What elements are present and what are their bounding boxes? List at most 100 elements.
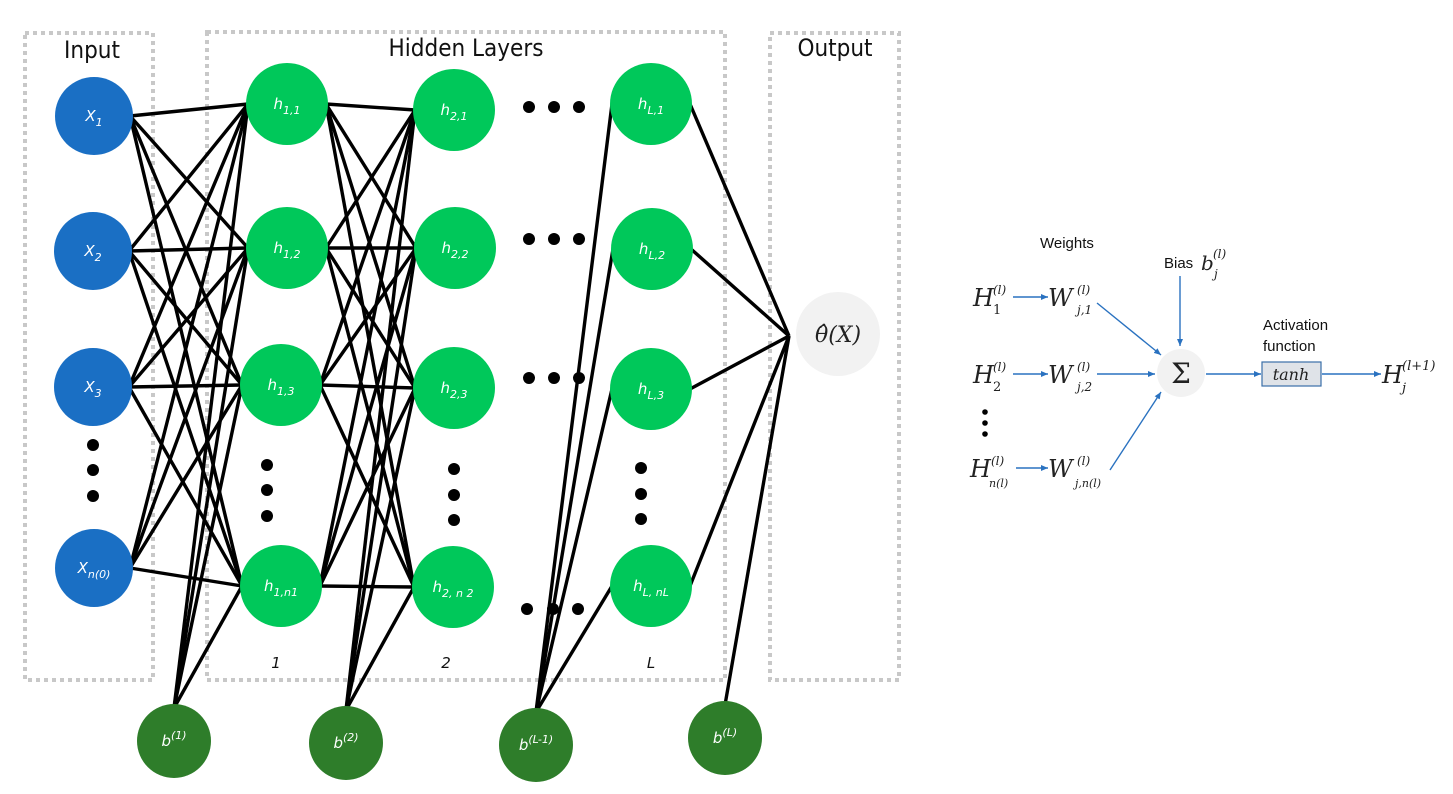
bias-node-circle [309,706,383,780]
svg-text:W: W [1048,455,1075,483]
hidden-node-label: hL,1 [638,95,664,117]
svg-text:b: b [1201,251,1214,275]
hidden-node: hL, nL [610,545,692,627]
bias-node-label: b(L-1) [519,733,553,754]
edge-input-to-h1 [128,383,243,389]
svg-text:H: H [972,284,995,312]
bias-node-label: b(1) [161,729,186,750]
edge-h1-to-h2 [318,247,418,587]
svg-text:(l): (l) [993,283,1007,297]
weight-arrow-1 [1096,302,1162,356]
input-node: X3 [54,348,132,426]
svg-text:(l): (l) [1077,283,1091,297]
bias-node: b(2) [309,706,383,780]
edge-hL-to-output [689,334,790,391]
edge-input-to-h1 [127,386,244,587]
input-row-2: H (l) 2 W (l) j,2 [972,360,1155,395]
svg-text:(l): (l) [991,454,1005,468]
ellipsis-dot [548,101,560,113]
hidden-node: h2, n 2 [412,546,494,628]
hidden-node: h1,1 [246,63,328,145]
input-row-1: H (l) 1 W (l) j,1 [972,283,1162,356]
edge-input-to-h1 [127,249,244,387]
svg-text:(l+1): (l+1) [1402,359,1435,374]
bias-label: Bias [1164,255,1193,272]
svg-text:2: 2 [993,380,1001,395]
bias-node: b(1) [137,704,211,778]
edge-h1-to-h2 [319,383,416,390]
bias-node-label: b(L) [713,726,737,747]
edge-h1-to-h2 [325,102,416,112]
activation-label-line1: Activation [1263,317,1328,334]
edge-h1-to-h2 [318,247,418,386]
hidden-node-circle [413,347,495,429]
hidden-node-circle [610,545,692,627]
edge-h1-to-h2 [319,584,415,589]
hidden-node-circle [246,63,328,145]
ellipsis-dot [572,603,584,615]
hidden-node-circle [414,207,496,289]
input-row-n: H (l) n(l) W (l) j,n(l) [969,391,1162,490]
hidden-node-label: h1,3 [267,376,294,398]
input-node: X1 [55,77,133,155]
ellipsis-dot [573,233,585,245]
input-group-title: Input [64,36,120,64]
svg-text:(l): (l) [1077,360,1091,374]
ellipsis-dot [448,489,460,501]
row-ellipsis-dot [982,431,988,437]
edge-h1-to-h2 [318,109,417,587]
hidden-node-label: h2,2 [441,239,468,261]
svg-text:W: W [1048,284,1075,312]
ellipsis-dot [261,459,273,471]
edge-bias-to-hidden [534,585,614,713]
edge-h1-to-h2 [318,387,417,587]
hidden-node-circle [246,207,328,289]
svg-text:1: 1 [993,303,1001,318]
hidden-node: hL,2 [611,208,693,290]
hidden-node-label: h2, n 2 [433,578,474,600]
input-node-circle [54,212,132,290]
ellipsis-dot [635,488,647,500]
input-node-label: Xn(0) [77,559,111,581]
sum-node [1157,349,1205,397]
row-ellipsis-dot [982,420,988,426]
edge-bias-to-hidden [172,384,244,709]
edge-h1-to-h2 [318,109,417,386]
svg-text:n(l): n(l) [989,477,1008,490]
layer-number: L [647,654,655,672]
ellipsis-dot [573,101,585,113]
hidden-node-label: h1,1 [273,95,300,117]
edge-bias-to-hidden [344,247,418,711]
hidden-node: h2,3 [413,347,495,429]
input-node-circle [55,77,133,155]
hidden-node: h2,1 [413,69,495,151]
ellipsis-dot [548,233,560,245]
bias-node: b(L-1) [499,708,573,782]
hidden-node-label: h2,1 [440,101,467,123]
svg-text:H: H [972,361,995,389]
ellipsis-dot [523,233,535,245]
hidden-node-circle [611,208,693,290]
hidden-node: hL,1 [610,63,692,145]
neuron-output: H (l+1) j [1381,359,1435,396]
network-edges [127,102,791,713]
edge-hL-to-output [689,247,791,338]
edge-h1-to-h2 [324,103,416,588]
activation-label-line2: function [1263,338,1316,355]
ellipsis-dot [261,484,273,496]
layer-number: 1 [271,654,281,672]
edge-input-to-h1 [128,114,250,250]
hidden-node-circle [413,69,495,151]
hidden-node-label: h1,2 [273,239,300,261]
edge-input-to-h1 [129,102,249,118]
hidden-node: h1,n1 [240,545,322,627]
ellipsis-dot [448,463,460,475]
ellipsis-dot [87,490,99,502]
edge-input-to-h1 [129,566,243,588]
edge-input-to-h1 [127,102,250,253]
output-node-circle [796,292,880,376]
svg-text:(l): (l) [1213,247,1227,261]
ellipsis-dot [87,464,99,476]
